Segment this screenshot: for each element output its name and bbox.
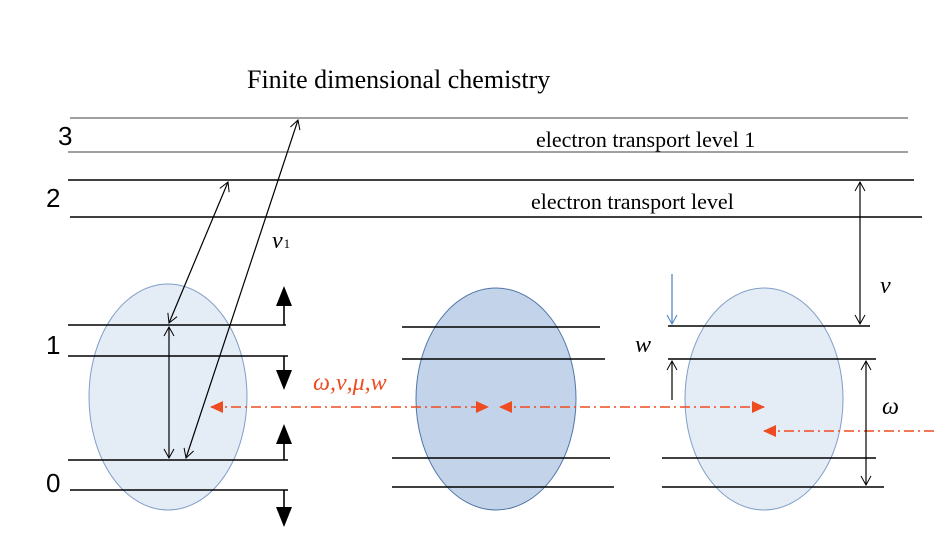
- transport-level-1-label: electron transport level 1: [536, 127, 755, 152]
- nu-label: ν: [880, 273, 891, 299]
- omega-label: ω: [882, 394, 899, 420]
- nu1-label: ν1: [272, 228, 290, 254]
- level-number-2: 2: [46, 183, 60, 213]
- level-number-1: 1: [46, 330, 60, 360]
- right-ellipse: [684, 287, 844, 511]
- transport-level-label: electron transport level: [531, 189, 734, 214]
- coupling-label: ω,ν,μ,w: [313, 370, 387, 396]
- diagram-title: Finite dimensional chemistry: [247, 65, 550, 94]
- shift-arrows-left: [276, 286, 292, 527]
- left-ellipse: [88, 283, 248, 511]
- level-number-0: 0: [46, 468, 60, 498]
- level-number-3: 3: [58, 121, 72, 151]
- w-label: w: [635, 332, 651, 358]
- transition-arrow-to-level-3: [183, 119, 301, 459]
- middle-ellipse: [415, 287, 577, 511]
